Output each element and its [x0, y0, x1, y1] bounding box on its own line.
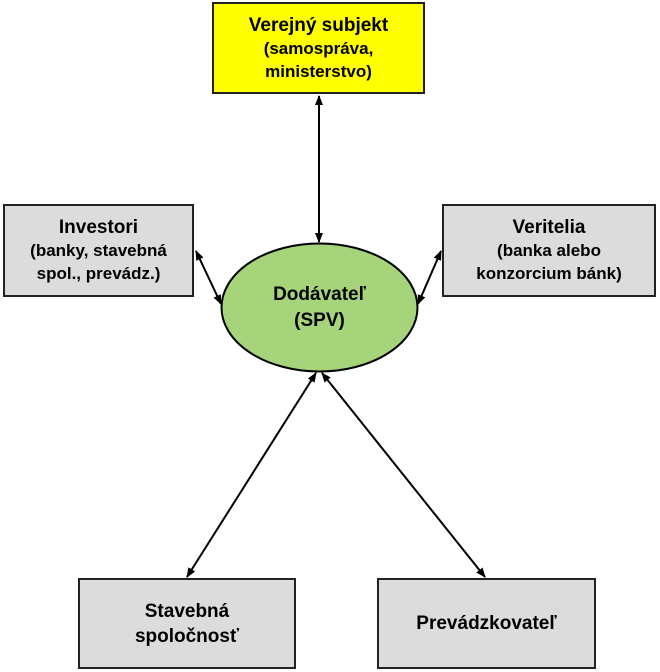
- operator-box: Prevádzkovateľ: [377, 578, 596, 669]
- supplier-ellipse: [220, 242, 419, 373]
- creditors-sub1: (banka alebo: [497, 241, 601, 260]
- supplier-node: Dodávateľ (SPV): [221, 243, 418, 372]
- creditors-title: Veritelia: [512, 217, 586, 238]
- arrow-creditors-supplier: [417, 250, 442, 305]
- construction-line1: Stavebná: [144, 600, 230, 622]
- investors-box: Investori (banky, stavebná spol., prevád…: [3, 204, 194, 297]
- supplier-line1: Dodávateľ: [273, 283, 366, 305]
- construction-line2: spoločnosť: [134, 625, 240, 647]
- investors-sub2: spol., prevádz.): [36, 264, 161, 283]
- construction-box: Stavebná spoločnosť: [78, 578, 296, 669]
- creditors-box: Veritelia (banka alebo konzorcium bánk): [442, 204, 656, 297]
- investors-sub1: (banky, stavebná: [30, 241, 167, 260]
- public-entity-sub1: (samospráva,: [263, 38, 374, 58]
- creditors-sub2: konzorcium bánk): [476, 264, 622, 283]
- arrow-investors-supplier: [195, 250, 222, 305]
- arrow-construction-supplier: [186, 372, 317, 578]
- public-entity-sub2: ministerstvo): [265, 61, 372, 81]
- operator-line1: Prevádzkovateľ: [416, 613, 557, 634]
- investors-title: Investori: [58, 217, 139, 238]
- public-entity-box: Verejný subjekt (samospráva, ministerstv…: [212, 2, 425, 94]
- supplier-line2: (SPV): [294, 309, 345, 331]
- public-entity-title: Verejný subjekt: [248, 14, 389, 36]
- arrow-operator-supplier: [321, 372, 486, 578]
